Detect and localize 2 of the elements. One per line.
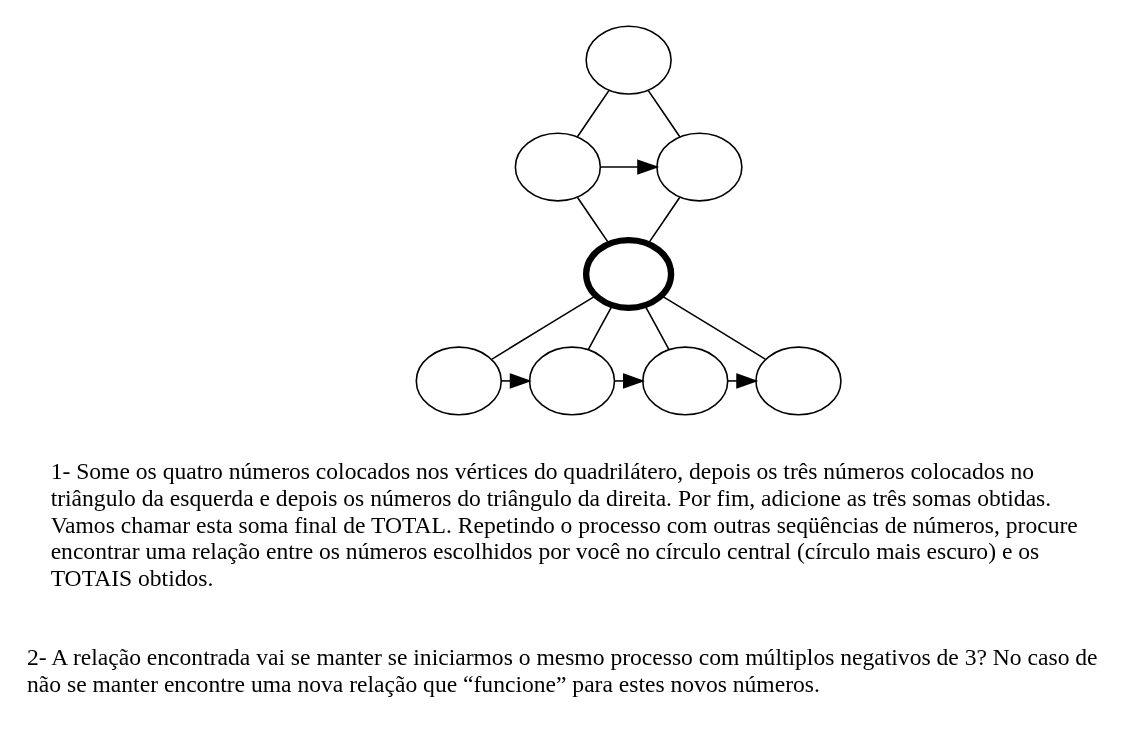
- label: 2- A relação encontrada vai se manter se iniciarmos o mesmo processo com múltiplos negativos de 3? No caso de não se manter encontre uma nova relação que “funcione” para estes novos números.: [27, 643, 1098, 697]
- label: 1- Some os quatro números colocados nos vértices do quadrilátero, depois os três números colocados no triângulo da esquerda e depois os números do triângulo da direita. Por fim, adicione as três somas obtidas. Vamos chamar esta soma final de TOTAL. Repetindo o processo com outras seqüências de números, procure encontrar uma relação entre os números escolhidos por você no círculo central (círculo mais escuro) e os TOTAIS obtidos.: [50, 457, 1078, 591]
